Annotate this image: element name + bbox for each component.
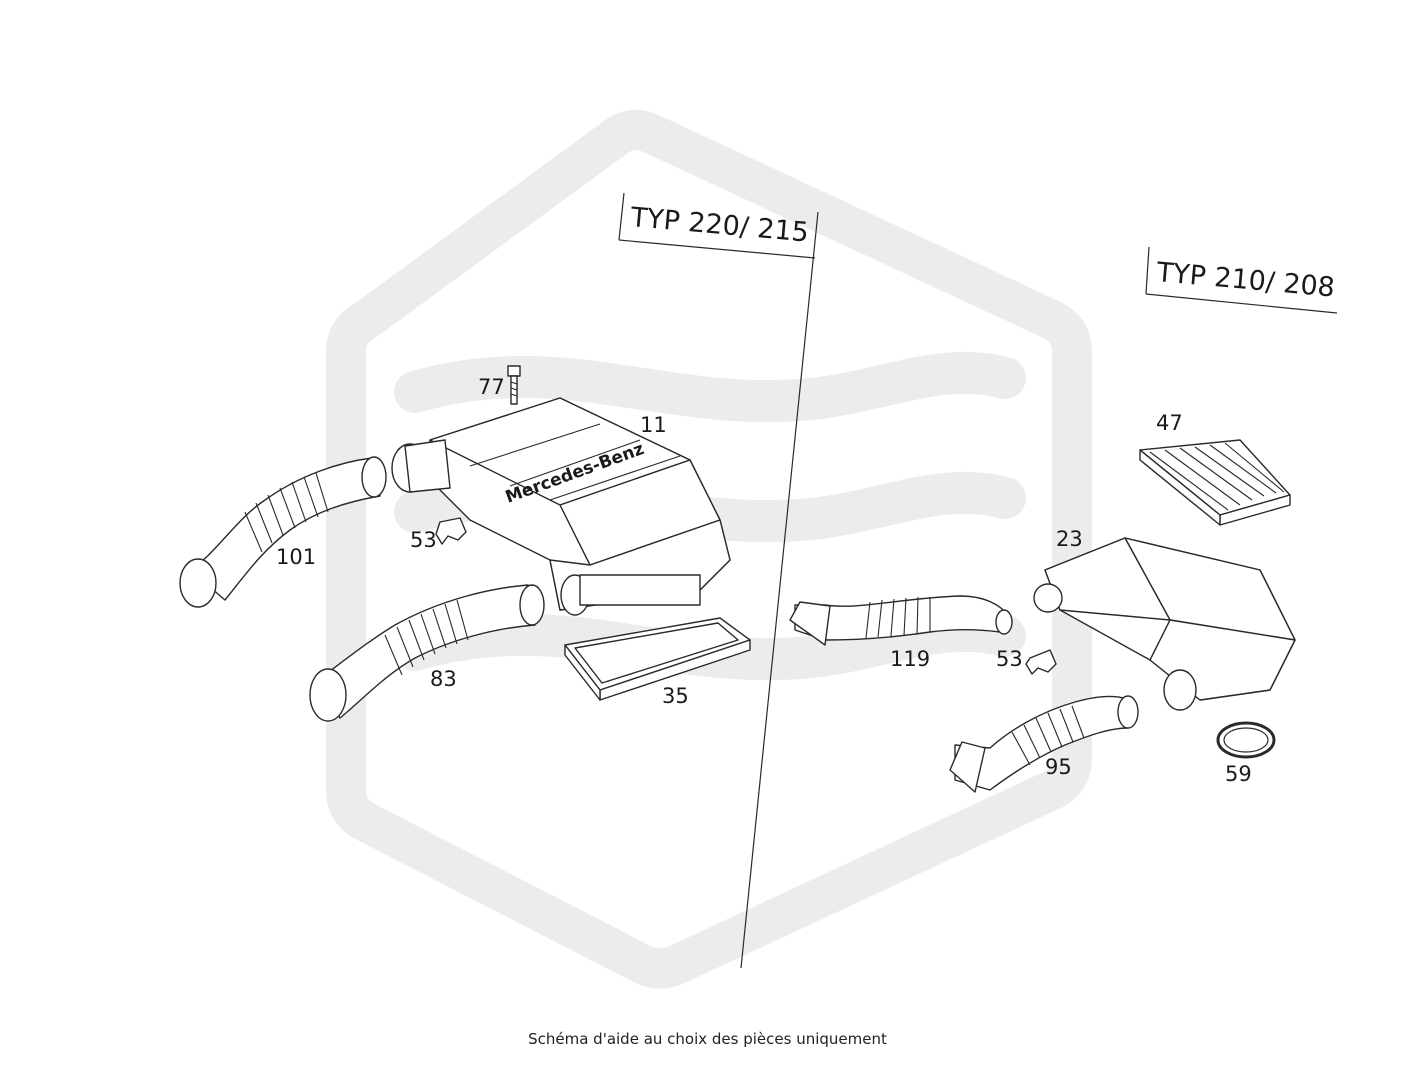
callout-83: 83 [430,667,457,691]
callout-59: 59 [1225,762,1252,786]
callout-35: 35 [662,684,689,708]
footer-disclaimer: Schéma d'aide au choix des pièces unique… [528,1030,887,1048]
intake-hose-95[interactable] [949,695,1139,793]
intake-hose-119[interactable] [789,595,1013,646]
callout-101: 101 [276,545,316,569]
filter-element-35[interactable] [564,617,751,701]
intake-hose-83[interactable] [309,584,545,722]
bolt-77[interactable] [507,365,521,405]
callout-23: 23 [1056,527,1083,551]
seal-ring-59[interactable] [1216,721,1276,759]
callout-11: 11 [640,413,667,437]
clip-53-left[interactable] [435,517,467,545]
callout-95: 95 [1045,755,1072,779]
divider-line [740,211,819,969]
callout-119: 119 [890,647,930,671]
air-filter-housing-11[interactable]: Mercedes-Benz [391,397,731,616]
filter-element-47[interactable] [1139,439,1291,526]
clip-53-right[interactable] [1025,649,1057,675]
air-filter-housing-23[interactable] [1033,537,1296,711]
typ-210-208-header: TYP 210/ 208 [1145,246,1338,314]
typ-label-right: TYP 210/ 208 [1154,257,1336,304]
callout-53-left: 53 [410,528,437,552]
callout-labels: 77 11 101 53 83 35 47 23 119 53 95 59 [276,375,1252,786]
callout-77: 77 [478,375,505,399]
callout-47: 47 [1156,411,1183,435]
callout-53-right: 53 [996,647,1023,671]
intake-hose-101[interactable] [179,456,387,608]
